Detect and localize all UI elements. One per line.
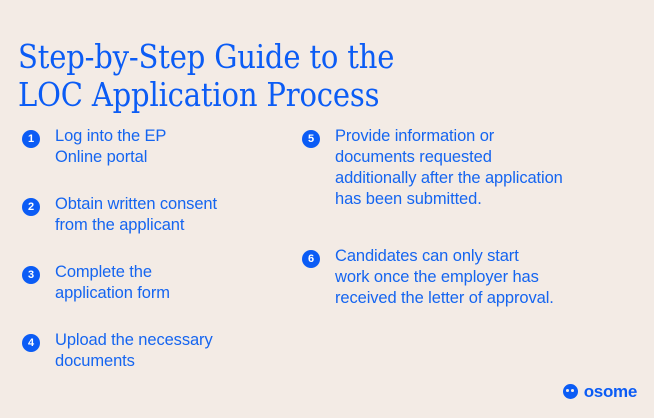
step-number-badge: 1	[22, 130, 40, 148]
logo-eye-left-icon	[565, 389, 569, 392]
step-number-badge: 6	[302, 250, 320, 268]
step-text: Obtain written consent from the applican…	[55, 195, 217, 234]
step-number-badge: 3	[22, 266, 40, 284]
osome-face-icon	[562, 384, 578, 399]
list-item: 6 Candidates can only start work once th…	[302, 240, 632, 309]
step-text: Provide information or documents request…	[335, 127, 563, 208]
list-item: 2 Obtain written consent from the applic…	[22, 188, 287, 236]
step-number-badge: 2	[22, 198, 40, 216]
step-text: Log into the EP Online portal	[55, 127, 167, 166]
page-title: Step-by-Step Guide to the LOC Applicatio…	[18, 37, 395, 115]
step-number-badge: 4	[22, 334, 40, 352]
list-item: 5 Provide information or documents reque…	[302, 120, 632, 210]
step-text: Complete the application form	[55, 263, 170, 302]
steps-column-left: 1 Log into the EP Online portal 2 Obtain…	[22, 120, 287, 392]
list-item: 1 Log into the EP Online portal	[22, 120, 287, 168]
list-item: 3 Complete the application form	[22, 256, 287, 304]
osome-logo: osome	[562, 382, 638, 401]
logo-wordmark: osome	[583, 382, 638, 401]
step-text: Candidates can only start work once the …	[335, 247, 554, 307]
list-item: 4 Upload the necessary documents	[22, 324, 287, 372]
steps-column-right: 5 Provide information or documents reque…	[302, 120, 632, 339]
logo-eye-right-icon	[571, 389, 575, 392]
step-number-badge: 5	[302, 130, 320, 148]
step-text: Upload the necessary documents	[55, 331, 213, 370]
